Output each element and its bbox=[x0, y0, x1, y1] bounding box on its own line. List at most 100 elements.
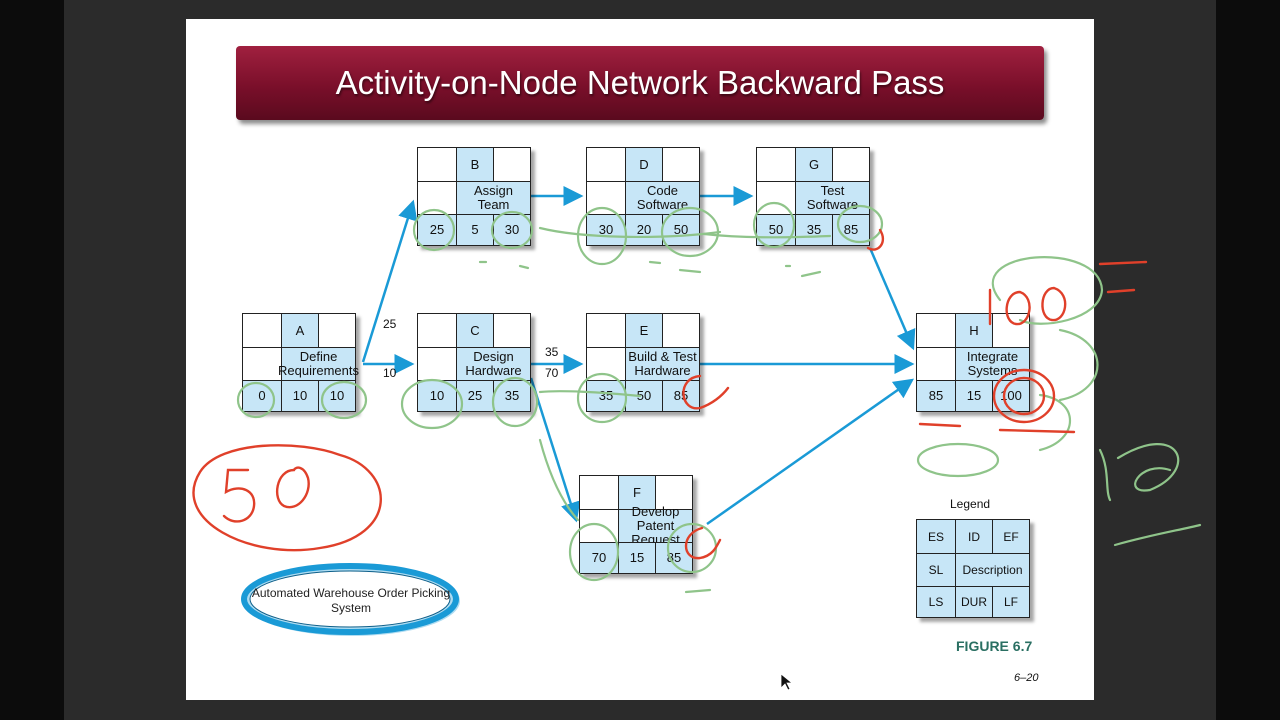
node-b-ef bbox=[494, 148, 530, 181]
node-h-ls: 85 bbox=[917, 380, 955, 411]
green-arrow-f-c bbox=[538, 438, 580, 522]
green-loop-h bbox=[991, 256, 1104, 452]
lag-a-c: 10 bbox=[383, 366, 397, 380]
node-a-es bbox=[243, 314, 281, 347]
green-circle-a-ls bbox=[236, 381, 276, 419]
node-g-es bbox=[757, 148, 795, 181]
node-d-es bbox=[587, 148, 625, 181]
node-h-dur: 15 bbox=[955, 380, 993, 411]
node-e-id: E bbox=[625, 314, 663, 347]
green-dash-b bbox=[478, 260, 530, 270]
title-banner: Activity-on-Node Network Backward Pass bbox=[236, 46, 1044, 120]
node-a-id: A bbox=[281, 314, 319, 347]
node-e-es bbox=[587, 314, 625, 347]
node-g-id: G bbox=[795, 148, 833, 181]
figure-label: FIGURE 6.7 bbox=[956, 638, 1033, 654]
legend-ls: LS bbox=[917, 586, 955, 617]
lag-a-b: 25 bbox=[383, 317, 397, 331]
green-arrow-e-c bbox=[538, 390, 642, 398]
node-f-es bbox=[580, 476, 618, 509]
node-b-es bbox=[418, 148, 456, 181]
node-h: H Integrate Systems 85 15 100 bbox=[916, 313, 1030, 412]
green-circle-g-ls bbox=[752, 201, 796, 249]
node-f-dur: 15 bbox=[618, 542, 656, 573]
arrow-a-b bbox=[361, 199, 418, 363]
green-scribble-right bbox=[1098, 443, 1202, 547]
red-mark-f-lf bbox=[684, 526, 722, 560]
node-h-ef bbox=[993, 314, 1029, 347]
node-b: B Assign Team 25 5 30 bbox=[417, 147, 531, 246]
system-label: Automated Warehouse Order Picking System bbox=[251, 586, 451, 615]
legend-id: ID bbox=[955, 520, 993, 553]
node-f: F Develop Patent Request 70 15 85 bbox=[579, 475, 693, 574]
node-d-description: Code Software bbox=[625, 181, 699, 214]
node-d: D Code Software 30 20 50 bbox=[586, 147, 700, 246]
node-b-sl bbox=[418, 181, 456, 214]
legend-description: Description bbox=[955, 553, 1029, 586]
node-b-description: Assign Team bbox=[456, 181, 530, 214]
arrow-c-f bbox=[529, 377, 581, 523]
node-h-id: H bbox=[955, 314, 993, 347]
node-g: G Test Software 50 35 85 bbox=[756, 147, 870, 246]
node-c-description: Design Hardware bbox=[456, 347, 530, 380]
node-f-lf: 85 bbox=[656, 542, 692, 573]
node-e-ef bbox=[663, 314, 699, 347]
left-letterbox bbox=[0, 0, 64, 720]
node-b-id: B bbox=[456, 148, 494, 181]
green-circle-b-lf bbox=[490, 210, 534, 250]
red-circle-h-lf-inner bbox=[1002, 376, 1046, 416]
node-c-sl bbox=[418, 347, 456, 380]
legend-es: ES bbox=[927, 529, 944, 544]
red-circle-h-lf bbox=[992, 368, 1056, 424]
red-line-h-bottom bbox=[918, 422, 1076, 434]
green-dash-d bbox=[648, 260, 702, 274]
green-arrow-g-d bbox=[702, 232, 832, 239]
node-a: A Define Requirements 0 10 10 bbox=[242, 313, 359, 412]
node-d-lf: 50 bbox=[663, 214, 699, 245]
legend-box: ES ID EF SL Description LS DUR LF bbox=[916, 519, 1030, 618]
node-a-dur: 10 bbox=[281, 380, 319, 411]
legend-title: Legend bbox=[950, 497, 991, 511]
node-h-es bbox=[917, 314, 955, 347]
arrow-g-h bbox=[868, 247, 916, 351]
red-digit-0 bbox=[275, 466, 310, 509]
node-h-description: Integrate Systems bbox=[955, 347, 1029, 380]
node-d-ef bbox=[663, 148, 699, 181]
red-circle-50 bbox=[192, 444, 382, 552]
green-circle-a-lf bbox=[320, 380, 368, 420]
node-h-sl bbox=[917, 347, 955, 380]
slide-title: Activity-on-Node Network Backward Pass bbox=[335, 64, 945, 101]
node-d-ls: 30 bbox=[587, 214, 625, 245]
red-mark-e-lf bbox=[682, 374, 730, 410]
green-circle-f-ls bbox=[568, 522, 620, 582]
node-d-id: D bbox=[625, 148, 663, 181]
green-arrow-d-b bbox=[538, 226, 722, 239]
node-a-sl bbox=[243, 347, 281, 380]
legend-lf: LF bbox=[993, 586, 1029, 617]
node-c-ef bbox=[494, 314, 530, 347]
green-dash-f bbox=[684, 588, 712, 594]
node-a-ef bbox=[319, 314, 355, 347]
node-f-id: F bbox=[618, 476, 656, 509]
green-circle-h-ls bbox=[916, 442, 1000, 478]
node-b-ls: 25 bbox=[418, 214, 456, 245]
legend-sl: SL bbox=[917, 553, 955, 586]
node-c: C Design Hardware 10 25 35 bbox=[417, 313, 531, 412]
node-b-lf: 30 bbox=[494, 214, 530, 245]
right-letterbox bbox=[1216, 0, 1280, 720]
node-a-description: Define Requirements bbox=[278, 347, 359, 380]
node-a-lf: 10 bbox=[319, 380, 355, 411]
node-g-description: Test Software bbox=[795, 181, 869, 214]
green-dash-g bbox=[784, 264, 822, 278]
legend-dur: DUR bbox=[955, 586, 993, 617]
red-digit-0-a bbox=[1005, 290, 1031, 326]
legend-ef: EF bbox=[1003, 529, 1019, 544]
node-f-ef bbox=[656, 476, 692, 509]
node-e-dur: 50 bbox=[625, 380, 663, 411]
page-number: 6–20 bbox=[1014, 672, 1039, 684]
